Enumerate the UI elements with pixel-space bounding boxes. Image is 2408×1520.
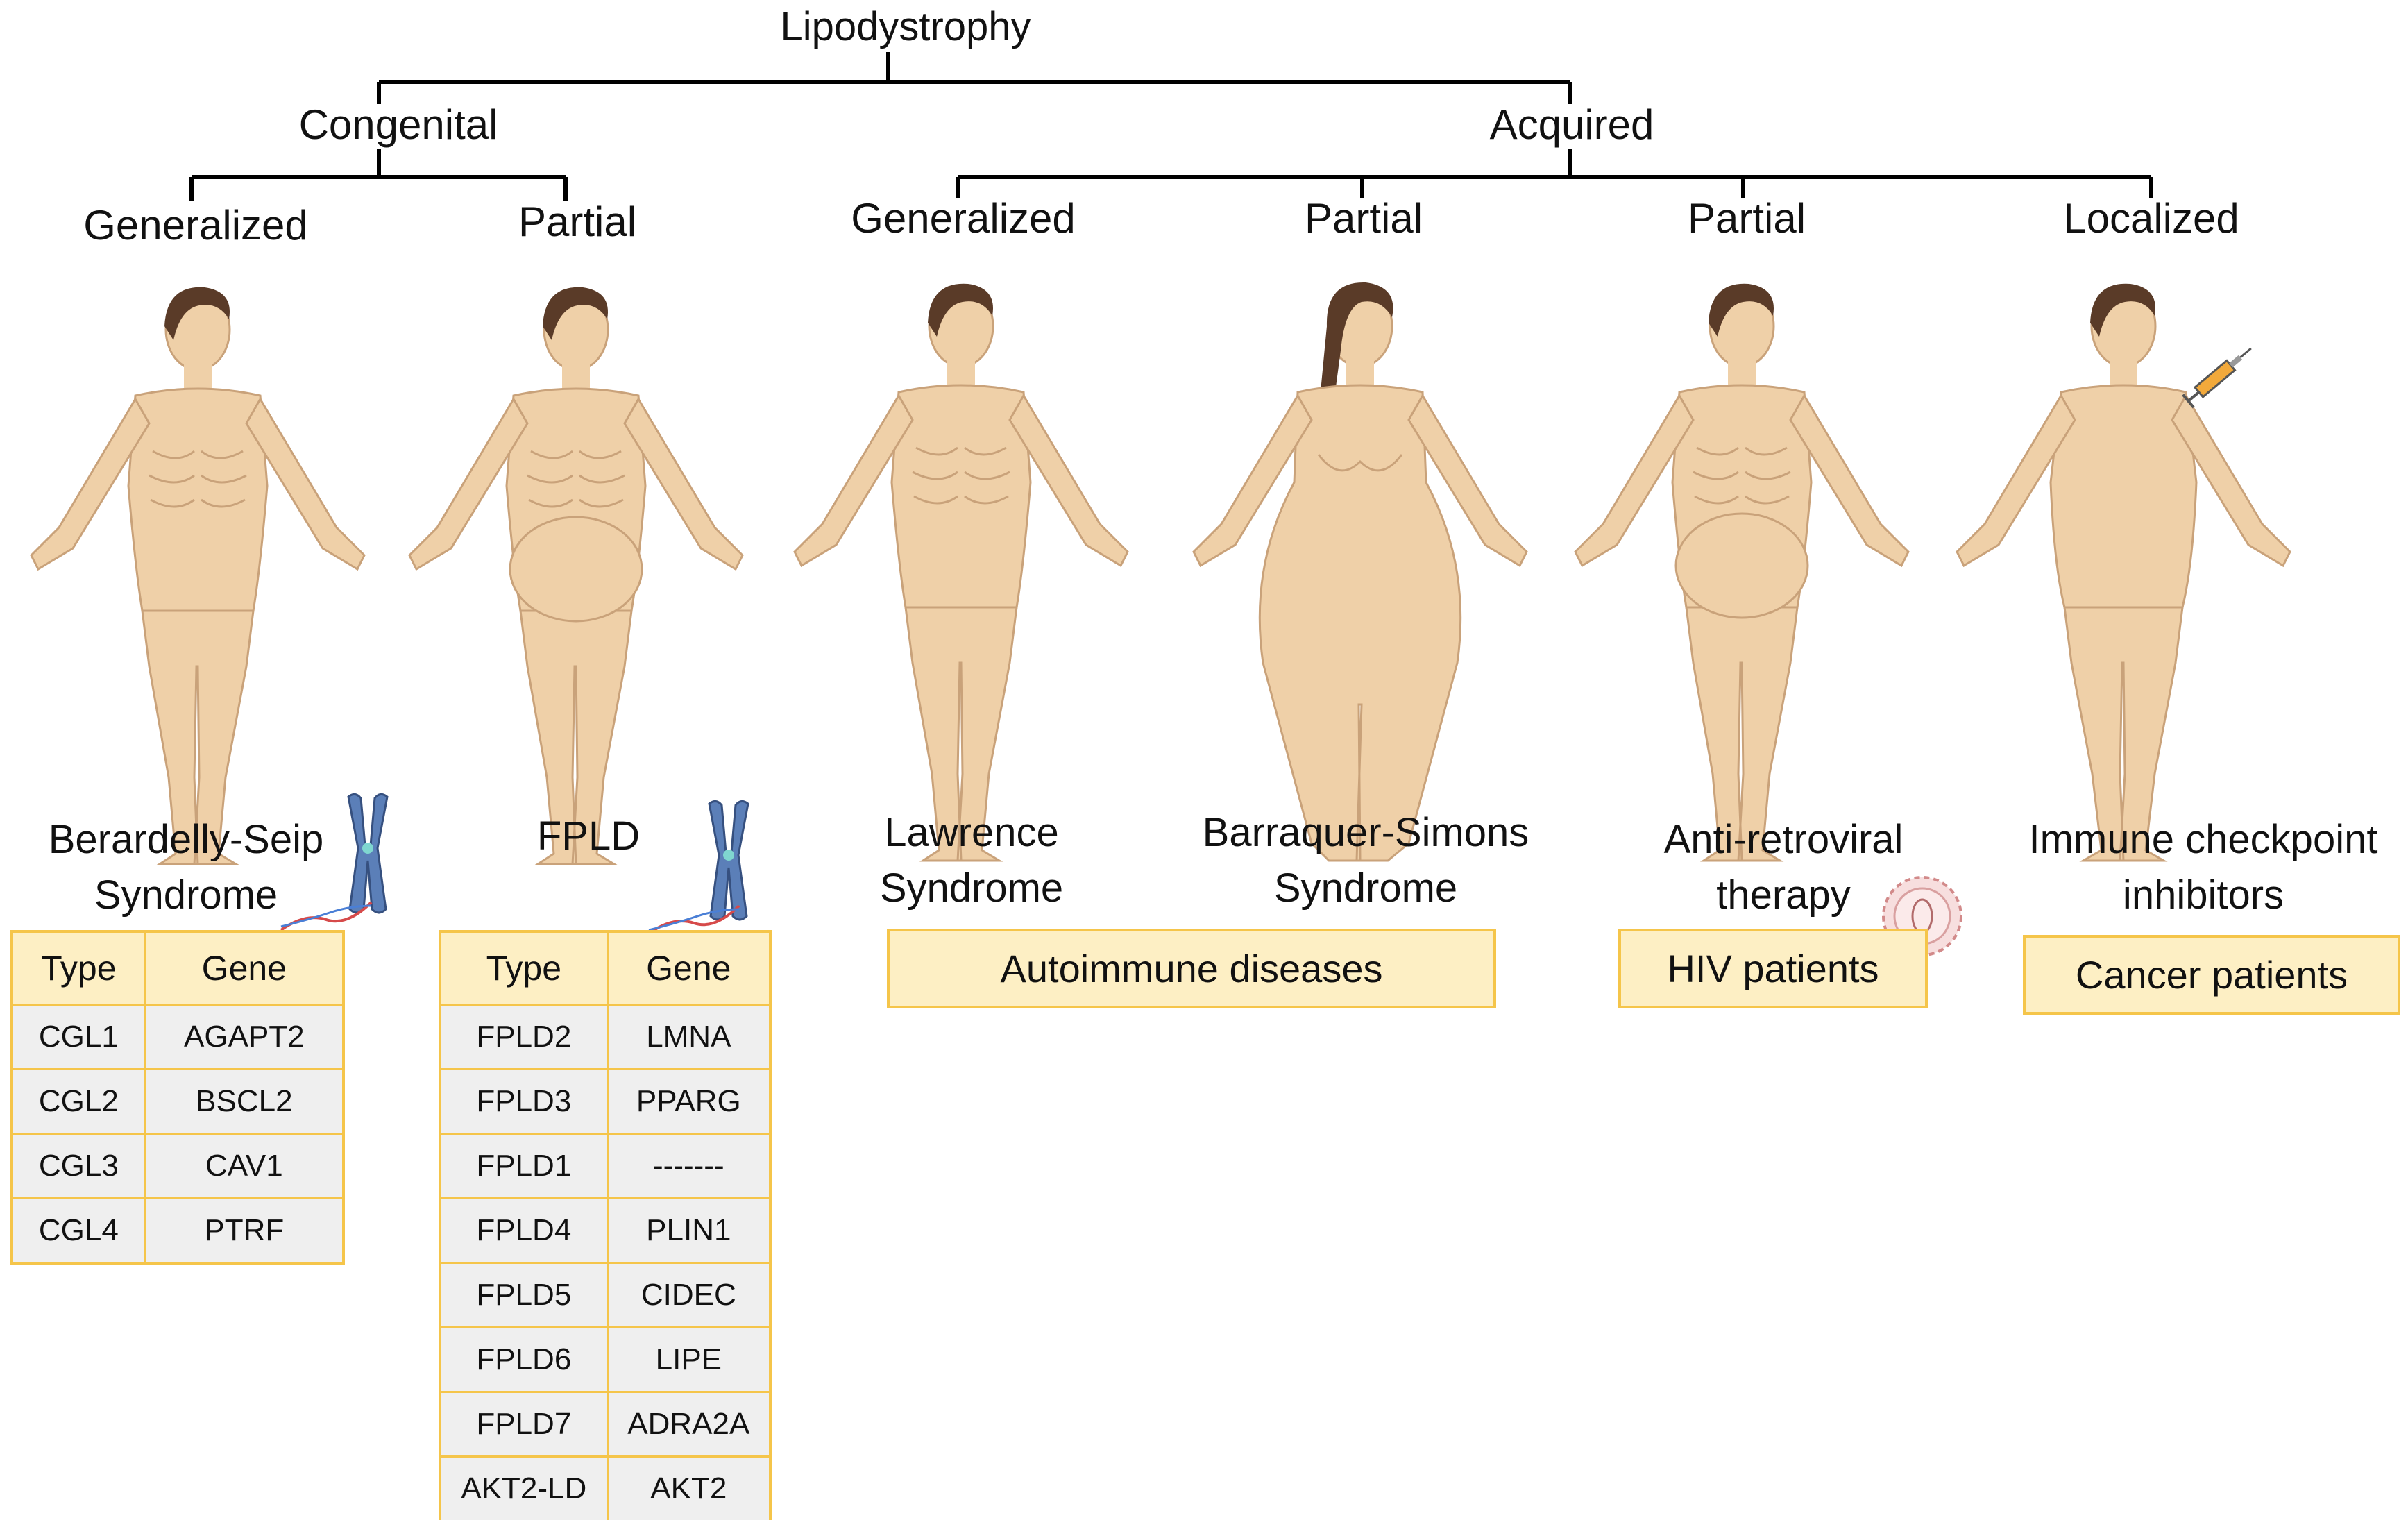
- figure-partial-congenital: [396, 278, 756, 875]
- acquired-partial-label: Partial: [1304, 195, 1423, 242]
- congenital-generalized-label: Generalized: [83, 202, 308, 248]
- table-cell: CIDEC: [606, 1262, 772, 1328]
- table-cell: CGL2: [10, 1068, 146, 1135]
- dna-strand-icon: [280, 901, 373, 931]
- syringe-icon: [2182, 347, 2252, 409]
- congenital-label: Congenital: [298, 101, 498, 148]
- table-header-type: Type: [439, 930, 609, 1006]
- table-cell: ADRA2A: [606, 1391, 772, 1458]
- table-cell: LMNA: [606, 1004, 772, 1070]
- table-cell: -------: [606, 1133, 772, 1199]
- table-cell: CGL3: [10, 1133, 146, 1199]
- acquired-generalized-label: Generalized: [851, 195, 1076, 242]
- table-header-gene: Gene: [606, 930, 772, 1006]
- chromosome-icon: [347, 793, 389, 914]
- table-row: FPLD1-------: [439, 1133, 772, 1199]
- figure-partial-acquired-hiv: [1561, 274, 1922, 871]
- acquired-localized-label: Localized: [2063, 195, 2239, 242]
- table-cell: CGL4: [10, 1197, 146, 1265]
- table-cell: PPARG: [606, 1068, 772, 1135]
- table-cell: FPLD5: [439, 1262, 609, 1328]
- table-cell: FPLD6: [439, 1326, 609, 1393]
- acquired-partial-hiv-label: Partial: [1687, 195, 1806, 242]
- table-cell: CGL1: [10, 1004, 146, 1070]
- acquired-label: Acquired: [1489, 101, 1654, 148]
- table-cell: FPLD4: [439, 1197, 609, 1264]
- table-header-type: Type: [10, 930, 146, 1006]
- autoimmune-box: Autoimmune diseases: [887, 929, 1496, 1008]
- root-label: Lipodystrophy: [780, 4, 1031, 49]
- table-cell: PLIN1: [606, 1197, 772, 1264]
- cancer-box: Cancer patients: [2023, 935, 2400, 1015]
- table-cell: AKT2: [606, 1455, 772, 1520]
- figure-generalized-acquired: [793, 282, 1129, 862]
- figure-generalized-congenital: [30, 286, 366, 865]
- table-cell: CAV1: [144, 1133, 345, 1199]
- table-cell: FPLD3: [439, 1068, 609, 1135]
- condition-fpld: FPLD: [536, 813, 641, 859]
- table-cell: FPLD2: [439, 1004, 609, 1070]
- table-cell: AKT2-LD: [439, 1455, 609, 1520]
- table-cell: PTRF: [144, 1197, 345, 1265]
- table-cell: FPLD7: [439, 1391, 609, 1458]
- table-cell: LIPE: [606, 1326, 772, 1393]
- figure-partial-acquired-woman: [1192, 281, 1528, 862]
- hiv-box: HIV patients: [1618, 929, 1928, 1008]
- table-cell: FPLD1: [439, 1133, 609, 1199]
- table-cell: BSCL2: [144, 1068, 345, 1135]
- table-cell: AGAPT2: [144, 1004, 345, 1070]
- dna-strand-icon-2: [647, 904, 740, 935]
- table-header-gene: Gene: [144, 930, 345, 1006]
- congenital-partial-label: Partial: [518, 199, 637, 245]
